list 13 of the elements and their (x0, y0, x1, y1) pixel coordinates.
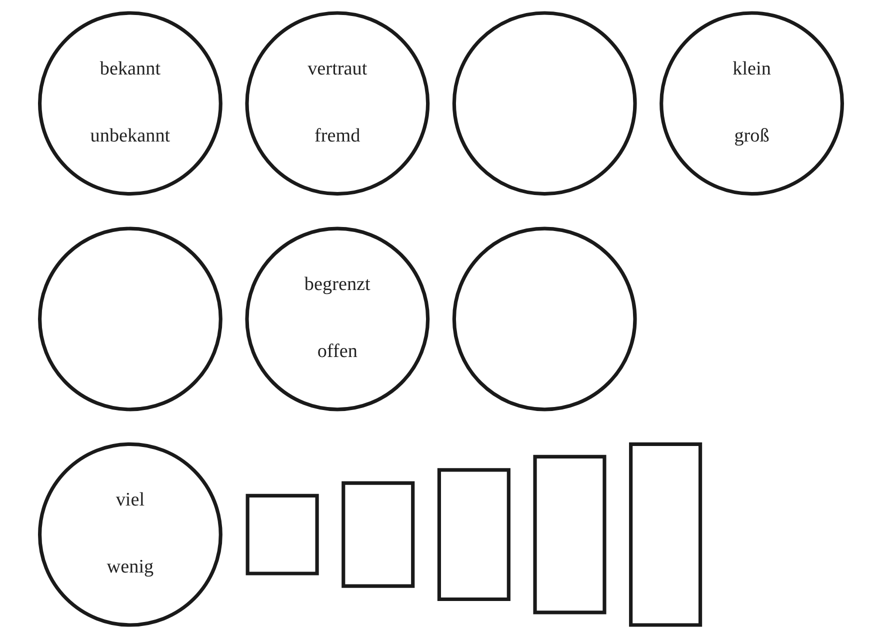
node-circle (452, 11, 637, 196)
node-circle: vertraut fremd (245, 11, 430, 196)
node-bar (629, 442, 702, 627)
node-circle: bekannt unbekannt (38, 11, 222, 196)
node-circle (452, 226, 637, 412)
node-bar (342, 481, 415, 588)
node-circle: begrenzt offen (245, 226, 430, 412)
node-circle: klein groß (660, 11, 844, 196)
node-circle: viel wenig (38, 442, 222, 627)
node-bar (533, 454, 606, 614)
node-circle (38, 226, 222, 412)
node-bar (246, 494, 319, 576)
node-bar (437, 468, 510, 602)
